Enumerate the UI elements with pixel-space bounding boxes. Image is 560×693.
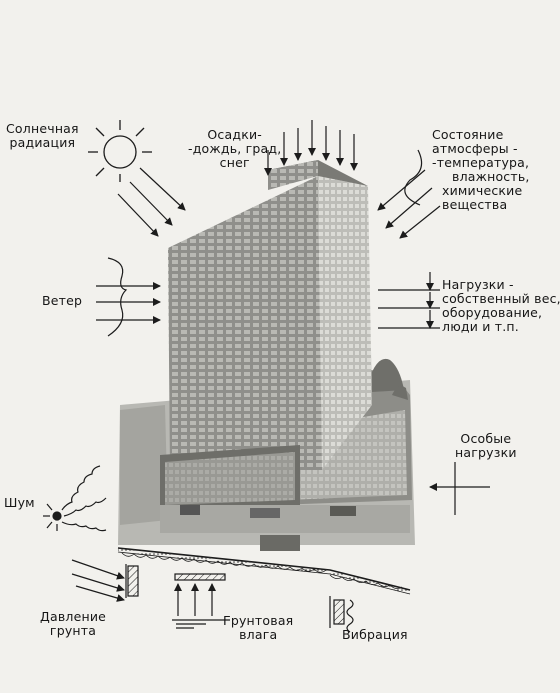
- atmosphere-label-line-5: химические: [442, 183, 523, 198]
- solar-label-line-1: Солнечная: [6, 121, 79, 136]
- precipitation-label: Осадки- -дождь, град, снег: [188, 128, 281, 170]
- noise-label-text: Шум: [4, 495, 35, 510]
- special-loads-arrows: [429, 462, 490, 515]
- wind-arrows: [96, 257, 161, 337]
- atmosphere-label-line-4: влажность,: [452, 169, 530, 184]
- vibration-label: Вибрация: [342, 628, 408, 642]
- wind-label: Ветер: [42, 294, 82, 308]
- loads-label-line-3: оборудование,: [442, 305, 543, 320]
- groundwater: [172, 573, 230, 629]
- precipitation-label-line-2: -дождь, град,: [188, 141, 282, 156]
- loads-arrows: [378, 272, 440, 329]
- building-photo: [118, 160, 415, 551]
- ground-line: [117, 547, 411, 595]
- loads-label-line-4: люди и т.п.: [442, 319, 519, 334]
- vibration-label-text: Вибрация: [342, 627, 408, 642]
- atmosphere-label-line-3: -температура,: [432, 155, 530, 170]
- precipitation-label-line-1: Осадки-: [207, 127, 262, 142]
- noise-label: Шум: [4, 496, 35, 510]
- noise-source: [43, 465, 107, 532]
- soil-pressure-label-line-2: грунта: [49, 623, 97, 638]
- groundwater-label-line-1: Грунтовая: [223, 613, 294, 628]
- solar-arrows: [117, 167, 186, 237]
- soil-pressure-label-line-1: Давление: [40, 609, 107, 624]
- wind-label-text: Ветер: [42, 293, 83, 308]
- atmosphere-arrows: [377, 149, 441, 239]
- loads-label: Нагрузки - собственный вес, оборудование…: [442, 278, 560, 334]
- atmosphere-label-line-1: Состояние: [432, 127, 504, 142]
- groundwater-label: Грунтовая влага: [223, 614, 293, 642]
- solar-label-line-2: радиация: [9, 135, 76, 150]
- groundwater-label-line-2: влага: [239, 627, 278, 642]
- loads-label-line-1: Нагрузки -: [442, 277, 514, 292]
- solar-radiation-label: Солнечная радиация: [6, 122, 79, 150]
- atmosphere-label-line-2: атмосферы -: [432, 141, 518, 156]
- precipitation-arrows: [264, 120, 358, 176]
- special-loads-label-line-2: нагрузки: [455, 445, 517, 460]
- soil-pressure: [71, 559, 139, 602]
- sun-icon: [88, 120, 152, 182]
- atmosphere-label-line-6: вещества: [442, 197, 508, 212]
- precipitation-label-line-3: снег: [219, 155, 250, 170]
- vibration: [329, 596, 354, 633]
- soil-pressure-label: Давление грунта: [40, 610, 106, 638]
- atmosphere-label: Состояние атмосферы - -температура, влаж…: [432, 128, 530, 212]
- loads-label-line-2: собственный вес,: [442, 291, 560, 306]
- special-loads-label-line-1: Особые: [460, 431, 512, 446]
- special-loads-label: Особые нагрузки: [455, 432, 517, 460]
